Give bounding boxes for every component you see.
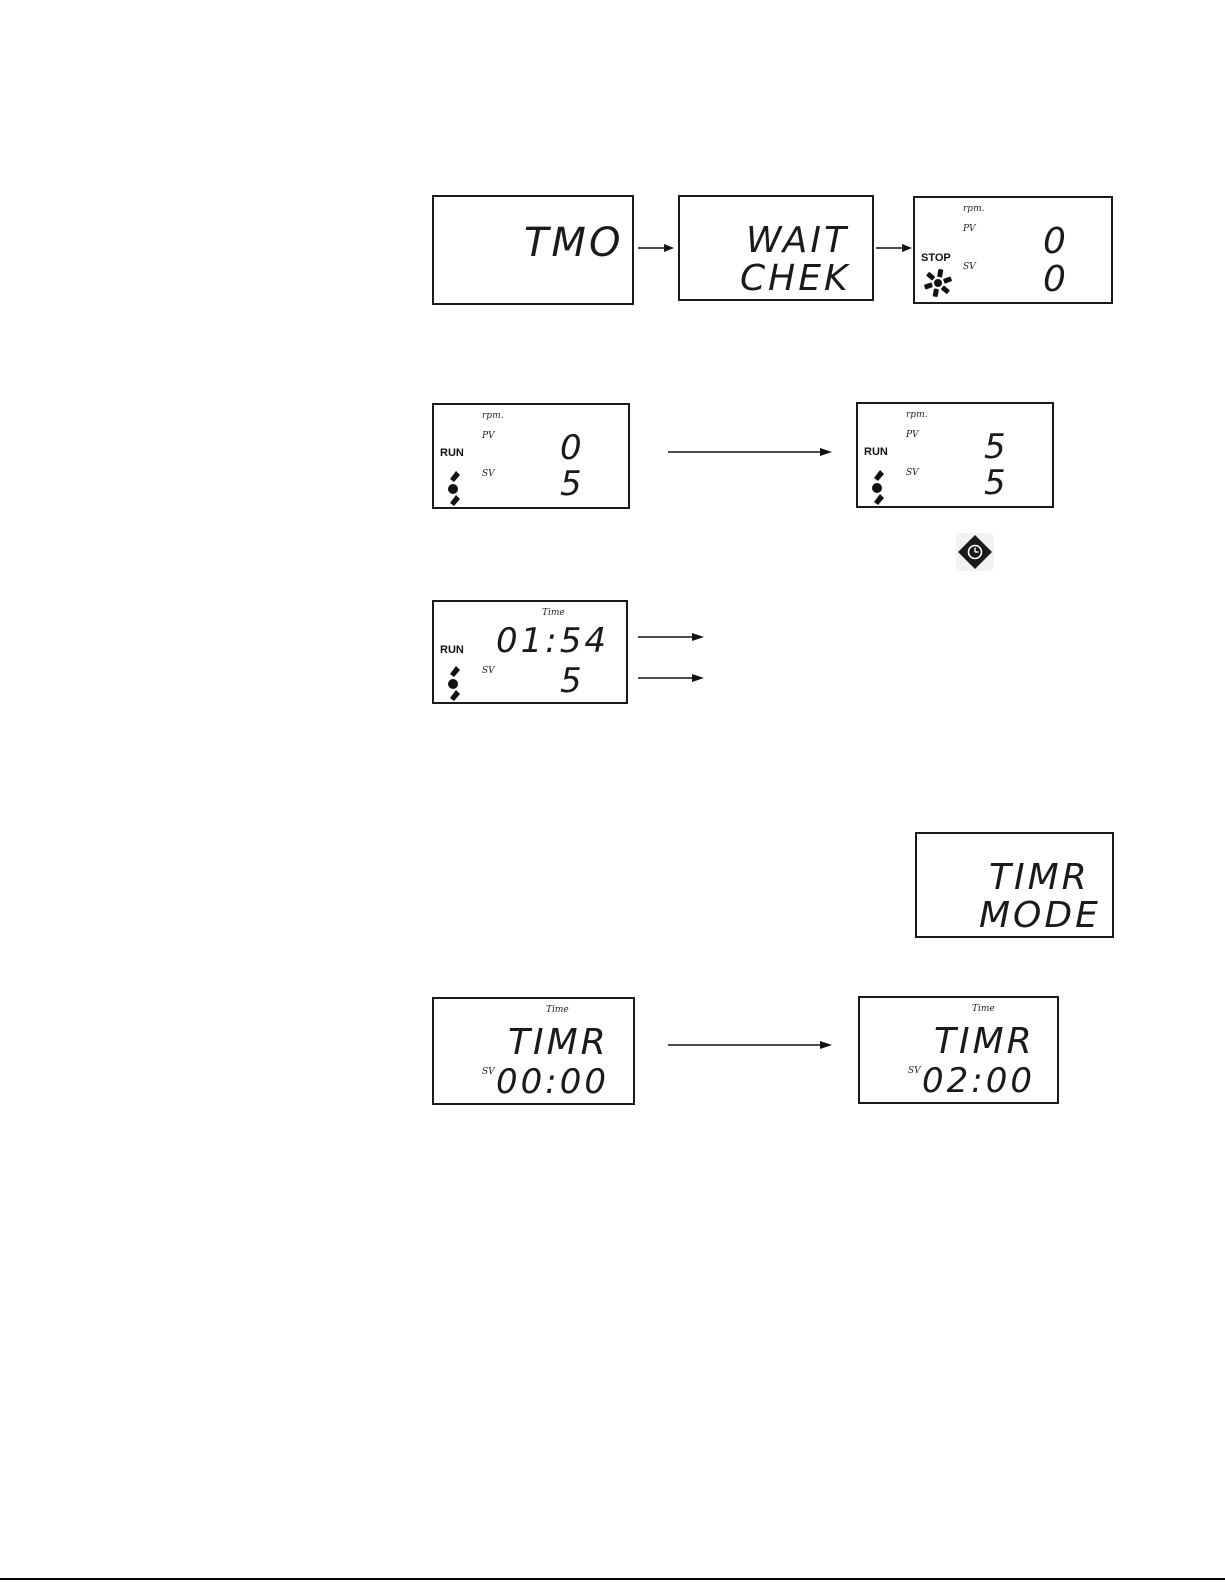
status-label: RUN [440, 644, 464, 656]
lcd-wait-chek-display: WAIT CHEK [678, 195, 874, 301]
lcd-timer-set-display-adjusted: Time TIMR SV 02:00 [858, 996, 1059, 1104]
status-label: RUN [864, 446, 888, 458]
pv-value: 5 [984, 430, 1009, 464]
lcd-stop-display: rpm. PV SV STOP 0 0 [913, 196, 1113, 304]
pv-label: PV [482, 431, 495, 441]
rotor-spinning-icon [446, 469, 462, 507]
pv-value: 0 [1043, 224, 1069, 260]
sv-label: SV [906, 468, 919, 478]
sv-label: SV [482, 666, 495, 676]
timer-button-icon[interactable] [956, 533, 994, 571]
lcd-run-display-reached: rpm. PV SV RUN 5 5 [856, 402, 1054, 508]
lcd-text-line1: TIMR [934, 1024, 1035, 1060]
unit-label: rpm. [482, 411, 503, 421]
rotor-spinning-icon [446, 664, 462, 702]
sv-label: SV [482, 1067, 495, 1077]
pv-label: PV [906, 430, 919, 440]
rotor-icon [921, 268, 955, 298]
arrow-right-icon [638, 242, 674, 254]
lcd-timer-set-display-start: Time TIMR SV 00:00 [432, 997, 635, 1105]
status-label: STOP [921, 252, 951, 264]
lcd-text-line2: CHEK [740, 261, 851, 297]
sv-label: SV [908, 1066, 921, 1076]
time-label: Time [542, 608, 565, 618]
page-bottom-rule [0, 1578, 1225, 1580]
sv-value: 5 [984, 466, 1009, 500]
lcd-run-display-start: rpm. PV SV RUN 0 5 [432, 403, 630, 509]
lcd-run-time-display: Time RUN SV 01:54 5 [432, 600, 628, 704]
pv-label: PV [963, 224, 976, 234]
lcd-text-line1: WAIT [746, 223, 849, 259]
sv-value: 5 [560, 467, 585, 501]
status-label: RUN [440, 447, 464, 459]
sv-label: SV [963, 262, 976, 272]
time-label: Time [972, 1004, 995, 1014]
lcd-timer-mode-display: TIMR MODE [915, 832, 1114, 938]
time-value: 01:54 [496, 624, 609, 658]
lcd-text-line2: MODE [979, 898, 1101, 934]
arrow-right-icon [668, 1039, 832, 1051]
rotor-spinning-icon [870, 468, 886, 506]
arrow-right-icon [638, 631, 704, 643]
unit-label: rpm. [906, 410, 927, 420]
lcd-text-line1: TIMR [989, 860, 1090, 896]
lcd-text-line1: TMO [524, 223, 623, 263]
sv-label: SV [482, 469, 495, 479]
arrow-right-icon [876, 242, 912, 254]
sv-value: 5 [560, 664, 585, 698]
unit-label: rpm. [963, 204, 984, 214]
lcd-text-line1: TIMR [508, 1025, 609, 1061]
sv-value: 0 [1043, 262, 1069, 298]
lcd-tmo-display: TMO [432, 195, 634, 305]
arrow-right-icon [638, 672, 704, 684]
arrow-right-icon [668, 446, 832, 458]
timer-value: 00:00 [496, 1065, 609, 1099]
pv-value: 0 [560, 431, 585, 465]
time-label: Time [546, 1005, 569, 1015]
timer-value: 02:00 [922, 1064, 1035, 1098]
